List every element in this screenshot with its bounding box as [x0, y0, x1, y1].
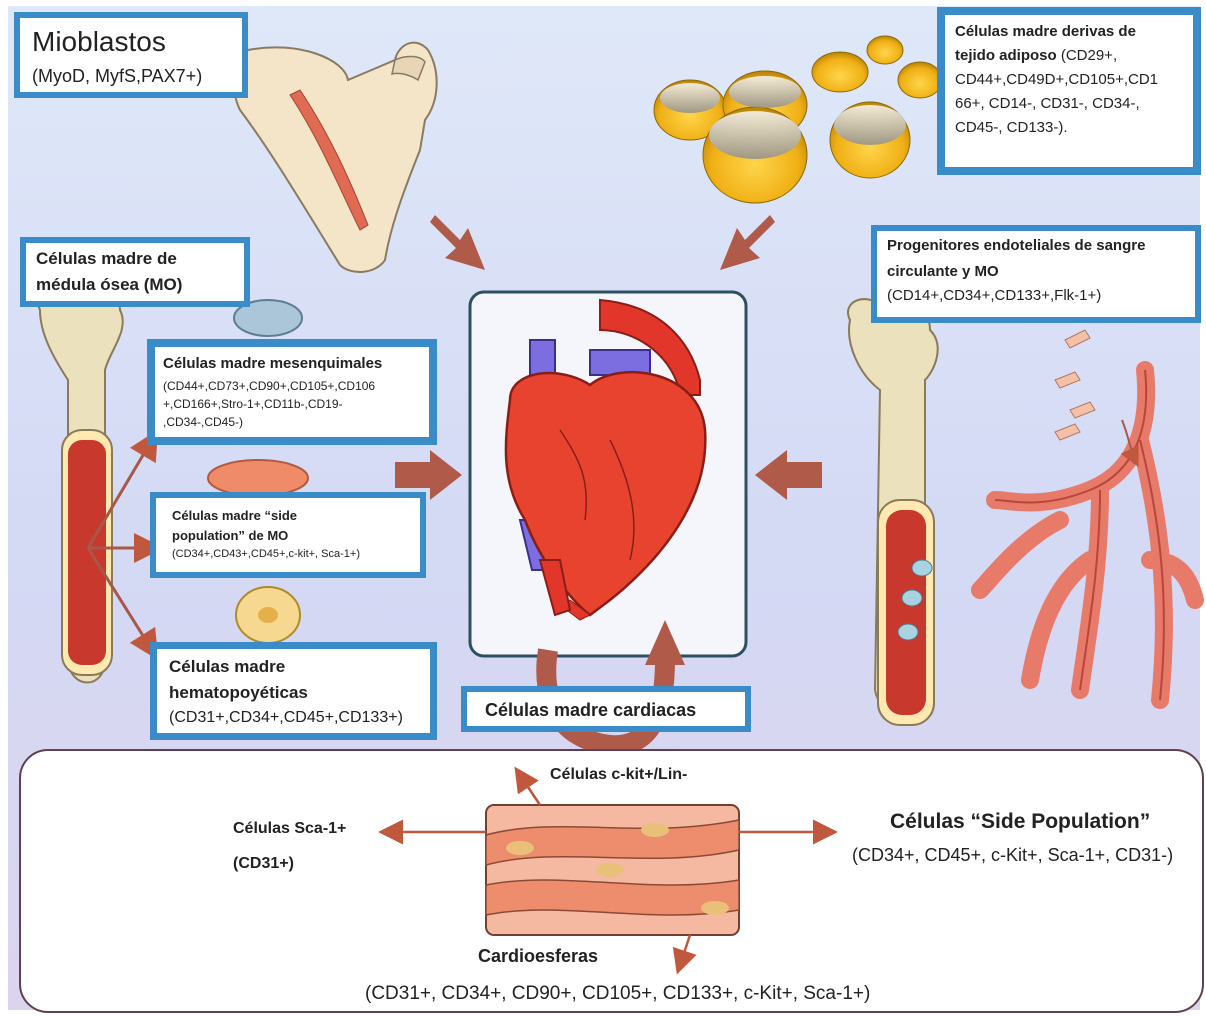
side-population-markers: (CD34+, CD45+, c-Kit+, Sca-1+, CD31-): [852, 845, 1173, 866]
cardiospheres-title: Cardioesferas: [478, 946, 598, 967]
mioblastos-title: Mioblastos: [32, 26, 166, 58]
side-population-mo-line2: population” de MO: [172, 528, 288, 543]
side-population-mo-line3: (CD34+,CD43+,CD45+,c-kit+, Sca-1+): [172, 548, 360, 560]
endothelial-box: Progenitores endoteliales de sangre circ…: [871, 225, 1201, 323]
hematopoietic-line1: Células madre: [169, 657, 285, 677]
endothelial-line3: (CD14+,CD34+,CD133+,Flk-1+): [887, 287, 1101, 304]
side-population-mo-line1: Células madre “side: [172, 508, 297, 523]
bone-marrow-line1: Células madre de: [36, 249, 177, 269]
left-bone-illustration: [38, 286, 123, 683]
cell-blob-red: [208, 460, 308, 496]
adipose-markers-start: (CD29+,: [1057, 47, 1117, 64]
sca1-label: Células Sca-1+: [233, 820, 346, 838]
ckit-label: Células c-kit+/Lin-: [550, 766, 687, 784]
right-bone-illustration: [848, 299, 938, 725]
side-population-title: Células “Side Population”: [890, 810, 1150, 834]
sca1-markers: (CD31+): [233, 855, 294, 873]
arm-illustration: [234, 43, 437, 272]
endothelial-line1: Progenitores endoteliales de sangre: [887, 237, 1145, 254]
cardiospheres-markers: (CD31+, CD34+, CD90+, CD105+, CD133+, c-…: [365, 983, 870, 1005]
endothelial-cells: [1055, 330, 1095, 440]
adipose-cells-illustration: [654, 36, 942, 203]
hematopoietic-line2: hematopoyéticas: [169, 683, 308, 703]
hematopoietic-markers: (CD31+,CD34+,CD45+,CD133+): [169, 709, 403, 727]
mioblastos-markers: (MyoD, MyfS,PAX7+): [32, 66, 202, 87]
bone-marrow-line2: médula ósea (MO): [36, 275, 182, 295]
cell-nucleus: [258, 607, 278, 623]
cardiac-stem-cells-box: Células madre cardiacas: [461, 686, 751, 732]
mesenchymal-title: Células madre mesenquimales: [163, 355, 382, 372]
side-population-mo-box: Células madre “side population” de MO (C…: [150, 492, 426, 578]
mioblastos-box: Mioblastos (MyoD, MyfS,PAX7+): [14, 12, 248, 98]
mesenchymal-markers-1: (CD44+,CD73+,CD90+,CD105+,CD106: [163, 379, 375, 393]
adipose-title-line1: Células madre derivas de: [955, 23, 1136, 40]
endothelial-line2: circulante y MO: [887, 263, 999, 280]
mesenchymal-box: Células madre mesenquimales (CD44+,CD73+…: [147, 339, 437, 445]
adipose-title-bold: tejido adiposo: [955, 47, 1057, 64]
bone-marrow-box: Células madre de médula ósea (MO): [20, 237, 250, 307]
hematopoietic-box: Células madre hematopoyéticas (CD31+,CD3…: [150, 642, 437, 740]
adipose-box: Células madre derivas de tejido adiposo …: [937, 7, 1201, 175]
cardiac-tissue-illustration: [486, 805, 739, 935]
adipose-markers-line5: CD45-, CD133-).: [955, 119, 1068, 136]
mesenchymal-markers-3: ,CD34-,CD45-): [163, 415, 243, 429]
mesenchymal-markers-2: +,CD166+,Stro-1+,CD11b-,CD19-: [163, 397, 343, 411]
adipose-markers-line3: CD44+,CD49D+,CD105+,CD1: [955, 71, 1158, 88]
adipose-title-line2: tejido adiposo (CD29+,: [955, 47, 1117, 64]
adipose-markers-line4: 66+, CD14-, CD31-, CD34-,: [955, 95, 1140, 112]
cardiac-stem-cells-title: Células madre cardiacas: [485, 700, 696, 721]
